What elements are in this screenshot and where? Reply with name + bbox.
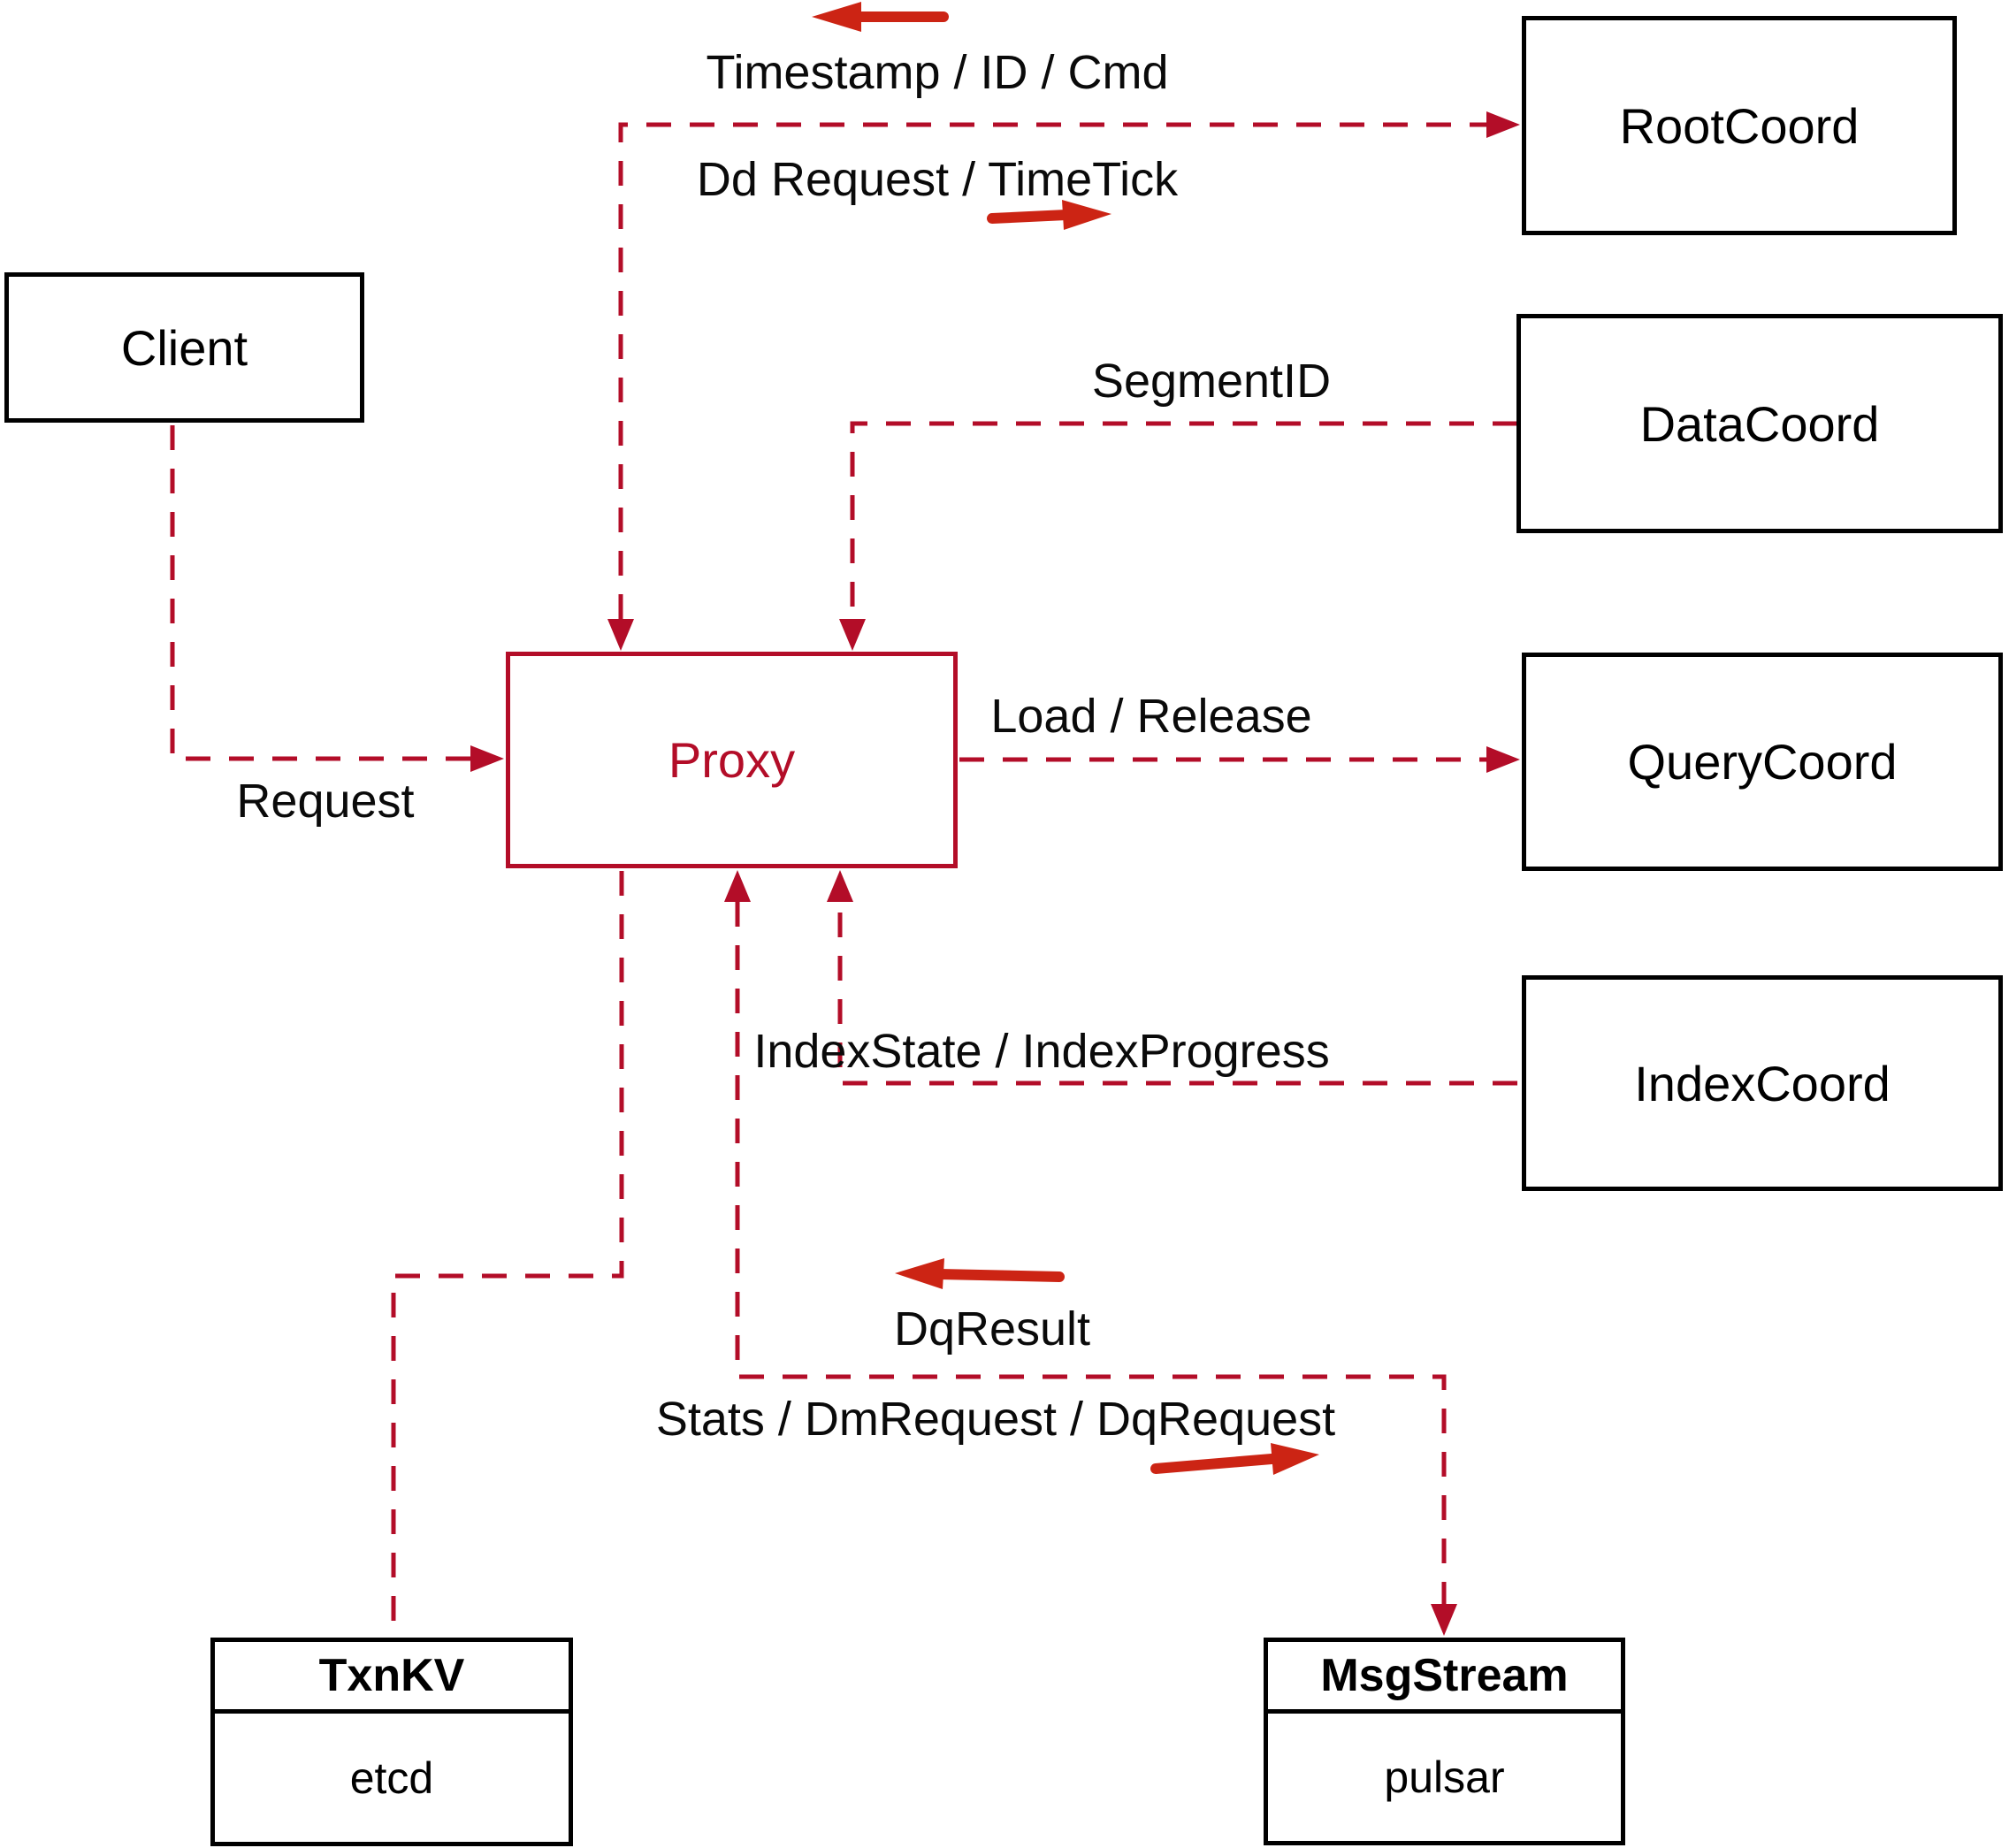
node-rootcoord-label: RootCoord <box>1619 97 1860 154</box>
node-datacoord: DataCoord <box>1516 314 2003 533</box>
edge-proxy-to-txnkv <box>391 871 624 1636</box>
arrow-right-ddrequest-shaft <box>987 210 1072 224</box>
arrowhead-into-proxy-left-icon <box>470 745 504 772</box>
arrow-left-dqresult-shaft <box>934 1269 1065 1282</box>
edge-label-dq-result: DqResult <box>893 1302 1091 1355</box>
node-txnkv-title: TxnKV <box>215 1642 569 1714</box>
arrow-left-top-icon <box>812 2 861 32</box>
edge-label-index-state-progress: IndexState / IndexProgress <box>753 1025 1330 1078</box>
edge-proxy-to-rootcoord <box>618 122 1488 619</box>
node-proxy-label: Proxy <box>668 732 796 788</box>
node-querycoord: QueryCoord <box>1522 653 2003 871</box>
edge-datacoord-to-proxy <box>850 421 1517 619</box>
edge-label-timestamp-id-cmd: Timestamp / ID / Cmd <box>706 46 1169 99</box>
edge-label-stats-dm-dq: Stats / DmRequest / DqRequest <box>655 1393 1336 1446</box>
node-txnkv-subtitle: etcd <box>349 1753 434 1803</box>
edge-label-dd-request-timetick: Dd Request / TimeTick <box>696 153 1179 206</box>
arrow-right-stats-shaft <box>1150 1454 1277 1474</box>
node-msgstream-subtitle: pulsar <box>1384 1753 1505 1802</box>
edge-indexcoord-to-proxy <box>837 902 1517 1086</box>
node-rootcoord: RootCoord <box>1522 16 1957 235</box>
arrow-right-stats-icon <box>1271 1443 1319 1475</box>
node-msgstream-title: MsgStream <box>1268 1642 1621 1714</box>
node-indexcoord: IndexCoord <box>1522 975 2003 1191</box>
arrowhead-into-proxy-bottom-left-icon <box>724 870 751 902</box>
edge-client-to-proxy <box>170 425 473 761</box>
arrow-right-ddrequest-icon <box>1062 200 1111 230</box>
node-indexcoord-label: IndexCoord <box>1634 1055 1891 1111</box>
node-client: Client <box>4 272 364 423</box>
arrow-left-dqresult-icon <box>895 1258 944 1289</box>
node-txnkv: TxnKV etcd <box>210 1638 573 1846</box>
node-client-label: Client <box>120 319 248 376</box>
edge-label-segment-id: SegmentID <box>1091 355 1332 408</box>
arrowhead-into-proxy-top-left-icon <box>607 619 634 651</box>
edge-proxy-to-msgstream <box>735 902 1447 1606</box>
arrowhead-into-rootcoord-icon <box>1486 111 1520 138</box>
arrowhead-into-msgstream-icon <box>1431 1604 1457 1636</box>
arrowhead-into-proxy-top-right-icon <box>839 619 866 651</box>
edge-label-request: Request <box>236 775 415 828</box>
edge-label-load-release: Load / Release <box>990 690 1312 743</box>
node-querycoord-label: QueryCoord <box>1627 734 1898 790</box>
arrowhead-into-querycoord-icon <box>1486 746 1520 773</box>
node-datacoord-label: DataCoord <box>1639 395 1880 452</box>
node-msgstream: MsgStream pulsar <box>1264 1638 1625 1845</box>
node-proxy: Proxy <box>506 652 958 868</box>
arrowhead-into-proxy-bottom-right-icon <box>827 870 853 902</box>
